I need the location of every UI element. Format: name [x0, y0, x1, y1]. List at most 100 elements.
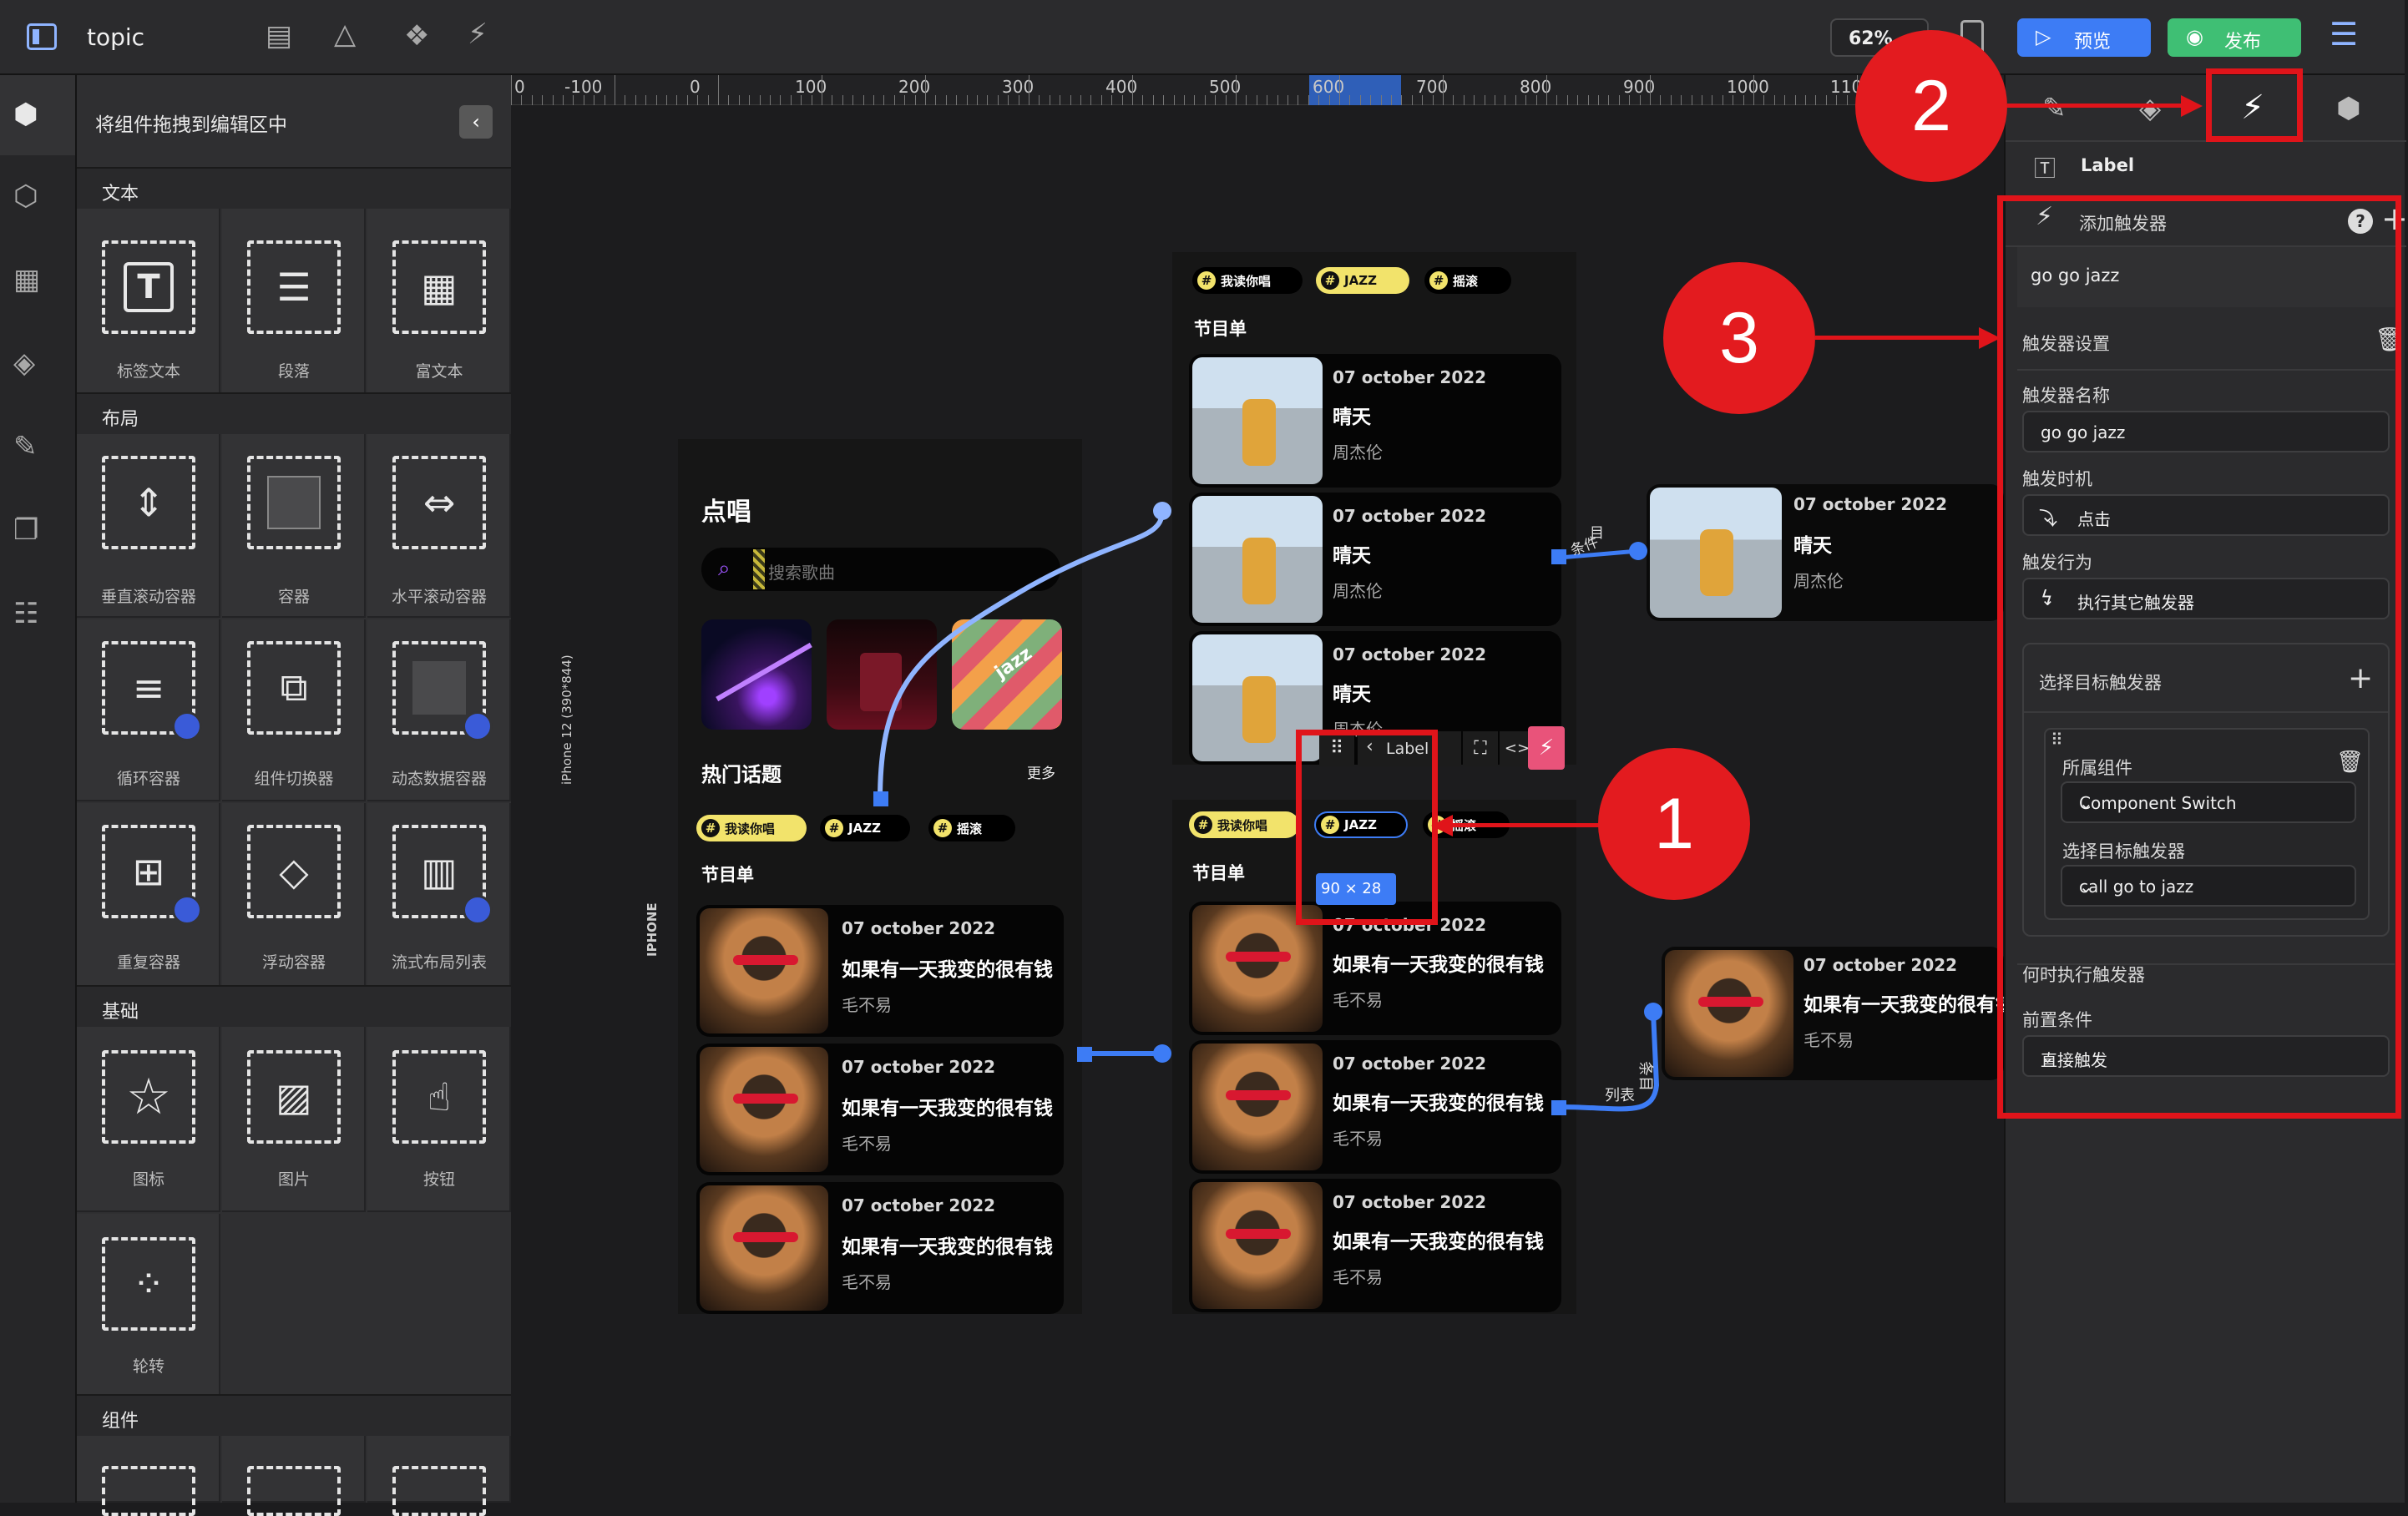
document-icon[interactable]: ▤ — [266, 19, 293, 53]
tile-label: 轮转 — [132, 1357, 164, 1376]
trigger-name-input[interactable]: go go jazz — [2022, 411, 2390, 452]
flow-label-d: 条目 — [1637, 1061, 1654, 1091]
tile-component-3[interactable] — [367, 1436, 511, 1516]
ruler-tick — [1650, 75, 1651, 105]
topic-tile-3[interactable]: jazz — [952, 619, 1062, 730]
drag-dots-icon[interactable]: ⠿ — [2051, 730, 2063, 750]
ruler-tick — [1132, 75, 1133, 105]
figure — [1700, 529, 1733, 596]
item-date: 07 october 2022 — [842, 1195, 996, 1215]
target-trigger-select[interactable]: call go to jazz ⌄ — [2061, 865, 2356, 907]
target-trigger-group: 选择目标触发器 + ⠿ 所属组件 🗑 Component Switch ⌄ 选择… — [2022, 643, 2390, 937]
list-item[interactable]: 07 october 2022 晴天 周杰伦 — [1189, 354, 1561, 488]
chip-jazz[interactable]: #JAZZ — [820, 815, 910, 841]
topic-tile-2[interactable] — [827, 619, 937, 730]
blocks-icon[interactable]: ⬡ — [13, 179, 38, 213]
preview-button[interactable]: ▷ 预览 — [2017, 18, 2151, 57]
help-icon[interactable]: ? — [2348, 209, 2373, 234]
trigger-button[interactable]: ⚡ — [1528, 726, 1565, 770]
trigger-tab-icon[interactable]: ⚡ — [2241, 88, 2265, 127]
owner-component-select[interactable]: Component Switch ⌄ — [2061, 781, 2356, 823]
app-title: topic — [87, 23, 145, 51]
trash-icon[interactable]: 🗑 — [2336, 750, 2365, 775]
tile-switcher[interactable]: ⧉ 组件切换器 — [222, 619, 366, 801]
tile-component-1[interactable] — [77, 1436, 220, 1516]
chip-sing[interactable]: #我读你唱 — [1192, 267, 1303, 294]
tile-flow[interactable]: ▥ 流式布局列表 — [367, 803, 511, 987]
drive-icon[interactable]: △ — [334, 18, 357, 51]
chip-label: 摇滚 — [1453, 273, 1479, 289]
bolt-icon[interactable]: ⚡ — [468, 18, 488, 51]
tile-button[interactable]: ☝ 按钮 — [367, 1027, 511, 1212]
collapse-button[interactable]: ‹ — [459, 105, 493, 139]
ruler-tick — [697, 95, 699, 105]
precondition-select[interactable]: 直接触发 ⌄ — [2022, 1035, 2390, 1077]
list-item[interactable]: 07 october 2022 如果有一天我变的很有钱 毛不易 — [696, 1182, 1064, 1314]
chip-sing[interactable]: #我读你唱 — [696, 815, 807, 841]
pages-icon[interactable]: ❐ — [13, 513, 39, 547]
trigger-time-select[interactable]: ⤵ 点击 ⌄ — [2022, 494, 2390, 536]
detail-card-jazz[interactable]: 07 october 2022 晴天 周杰伦 — [1647, 484, 2004, 621]
ruler-tick — [904, 95, 906, 105]
brush-icon[interactable]: ✎ — [13, 430, 38, 463]
chip-jazz-selected[interactable]: #JAZZ — [1314, 811, 1408, 838]
tile-float[interactable]: ◇ 浮动容器 — [222, 803, 366, 987]
richtext-tile-frame: ▦ — [392, 240, 486, 334]
tile-component-2[interactable] — [222, 1436, 366, 1516]
chip-rock[interactable]: #摇滚 — [1424, 267, 1511, 294]
diamond-icon[interactable]: ◈ — [2139, 92, 2162, 125]
tile-hscroll[interactable]: ⇔ 水平滚动容器 — [367, 434, 511, 618]
owner-component-value: Component Switch — [2079, 793, 2237, 813]
arrowhead-1 — [1431, 815, 1453, 836]
detail-card-sing[interactable]: 07 october 2022 如果有一天我变的很有钱 毛不易 — [1662, 947, 2015, 1080]
frame-jazz-list[interactable]: #我读你唱 #JAZZ #摇滚 节目单 07 october 2022 晴天 周… — [1172, 252, 1576, 765]
layout-icon[interactable]: ▦ — [13, 263, 41, 296]
more-link[interactable]: 更多 — [1027, 766, 1055, 782]
sliders-icon[interactable]: ☰ — [2330, 16, 2359, 53]
brush-icon[interactable]: ✎ — [2042, 92, 2067, 125]
ruler-tick — [956, 95, 958, 105]
layers-icon[interactable]: ◈ — [13, 346, 36, 380]
hash-icon: # — [825, 819, 843, 837]
tile-loop[interactable]: ≡ 循环容器 — [77, 619, 220, 801]
tile-carousel[interactable]: ⁘ 轮转 — [77, 1214, 220, 1399]
fullscreen-button[interactable]: ⛶ — [1463, 731, 1498, 766]
topic-tile-1[interactable] — [701, 619, 812, 730]
avatar — [700, 1047, 828, 1172]
add-trigger-plus-icon[interactable]: + — [2381, 200, 2408, 237]
tile-image[interactable]: ▨ 图片 — [222, 1027, 366, 1212]
list-icon[interactable]: ☷ — [13, 597, 39, 630]
add-target-plus-icon[interactable]: + — [2348, 661, 2374, 695]
publish-button[interactable]: ◉ 发布 — [2168, 18, 2301, 57]
item-artist: 毛不易 — [842, 995, 892, 1015]
phone-frame-main[interactable]: 点唱 ⌕ 搜索歌曲 jazz 热门话题 更多 #我读你唱 #JAZZ #摇滚 节… — [678, 439, 1082, 1314]
list-item[interactable]: 07 october 2022 晴天 周杰伦 — [1189, 631, 1561, 765]
list-item[interactable]: 07 october 2022 如果有一天我变的很有钱 毛不易 — [1189, 1179, 1561, 1312]
assets-icon[interactable]: ❖ — [404, 19, 430, 53]
tile-dynamic[interactable]: 动态数据容器 — [367, 619, 511, 801]
sidebar-toggle-icon[interactable] — [27, 23, 57, 50]
chip-jazz[interactable]: #JAZZ — [1316, 267, 1409, 294]
list-item[interactable]: 07 october 2022 如果有一天我变的很有钱 毛不易 — [1189, 1040, 1561, 1174]
tile-repeat[interactable]: ⊞ 重复容器 — [77, 803, 220, 987]
search-bar[interactable]: ⌕ 搜索歌曲 — [701, 548, 1060, 591]
tile-icon[interactable]: ☆ 图标 — [77, 1027, 220, 1212]
package-icon[interactable]: ⬢ — [2336, 92, 2361, 125]
trigger-list-item[interactable]: go go jazz — [2017, 247, 2395, 307]
frame-sing-list[interactable]: #我读你唱 #JAZZ #摇滚 节目单 07 october 2022 如果有一… — [1172, 800, 1576, 1314]
cube-icon[interactable]: ⬢ — [13, 98, 38, 131]
parent-select-button[interactable]: ‹ Label — [1358, 731, 1461, 766]
chip-rock[interactable]: #摇滚 — [928, 815, 1015, 841]
trigger-action-select[interactable]: ϟ 执行其它触发器 ⌄ — [2022, 578, 2390, 619]
list-item[interactable]: 07 october 2022 晴天 周杰伦 — [1189, 493, 1561, 626]
database-icon — [172, 895, 202, 925]
tile-container[interactable]: 容器 — [222, 434, 366, 618]
chevron-down-icon: ⌄ — [2079, 793, 2093, 813]
ruler-tick — [1339, 75, 1340, 105]
list-item[interactable]: 07 october 2022 如果有一天我变的很有钱 毛不易 — [696, 1044, 1064, 1175]
tile-vscroll[interactable]: ⇕ 垂直滚动容器 — [77, 434, 220, 618]
list-item[interactable]: 07 october 2022 如果有一天我变的很有钱 毛不易 — [696, 905, 1064, 1037]
ruler-tick — [790, 95, 792, 105]
drag-handle-button[interactable]: ⠿ — [1319, 731, 1354, 766]
chip-sing[interactable]: #我读你唱 — [1189, 811, 1299, 838]
